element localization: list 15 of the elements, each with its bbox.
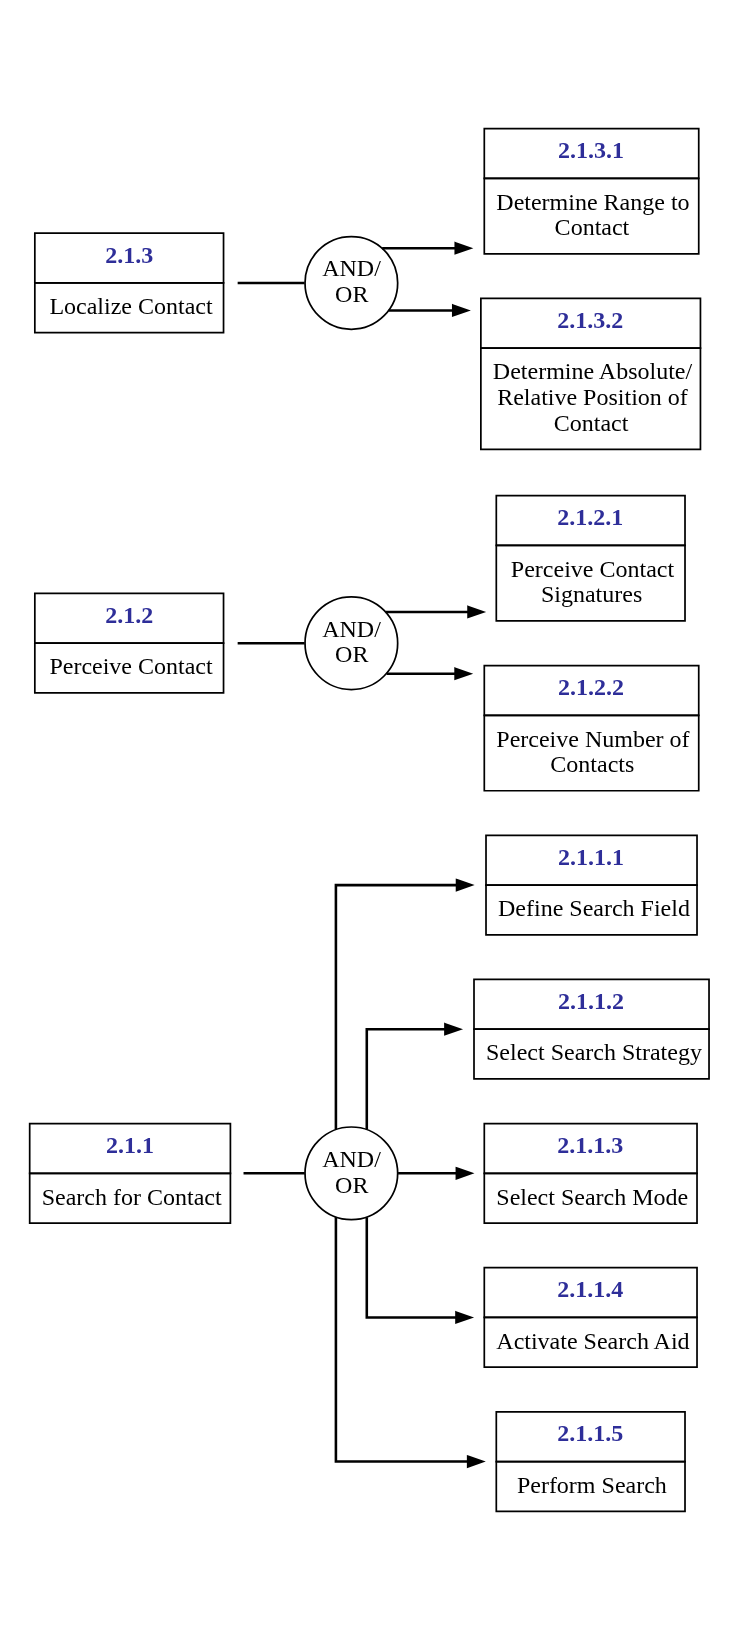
connector	[243, 1171, 305, 1175]
connector	[237, 281, 305, 284]
arrow	[334, 1216, 486, 1468]
arrow	[334, 878, 475, 1130]
node-circle: AND/ OR	[304, 1125, 399, 1220]
connector	[237, 641, 305, 644]
arrow	[386, 666, 474, 680]
arrow	[365, 1216, 475, 1324]
arrow	[382, 241, 474, 255]
node-circle: AND/ OR	[304, 595, 399, 690]
arrow	[365, 1022, 464, 1129]
arrow	[388, 303, 471, 317]
node-circle: AND/ OR	[304, 235, 399, 330]
arrow	[398, 1166, 475, 1180]
arrow	[385, 604, 487, 619]
